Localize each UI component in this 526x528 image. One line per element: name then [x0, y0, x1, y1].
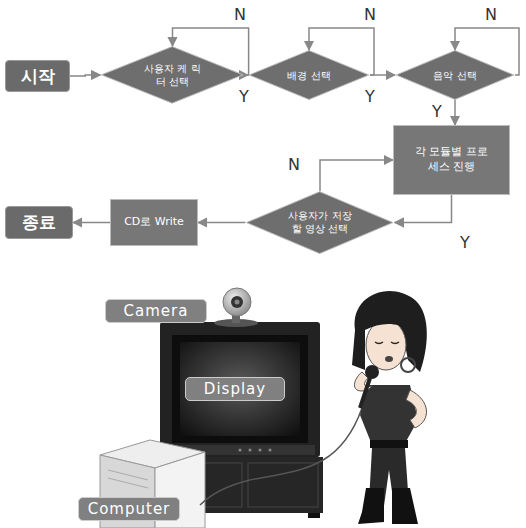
singer-part: [365, 365, 379, 379]
part-tag: Computer: [78, 497, 180, 521]
tv-set-part: [239, 449, 242, 452]
singer: [352, 291, 427, 524]
node-text: 사용자 케 릭터 선택: [141, 62, 203, 88]
mic-cable: [200, 408, 362, 505]
decision-diamond: 사용자 케 릭터 선택: [100, 46, 244, 104]
decision-diamond: 사용자가 저장 할 영상 선택: [245, 191, 394, 254]
singer-part: [406, 390, 426, 428]
diamond-outline: [245, 191, 394, 254]
diamond-shape: [247, 192, 393, 254]
singer-part: [352, 291, 427, 372]
computer-tower-part: [108, 478, 148, 488]
flow-arrow: [73, 222, 110, 224]
process-box: 각 모듈별 프로세스 진행: [393, 125, 510, 195]
tv-set-part: [259, 449, 262, 452]
node-text: CD로 Write: [124, 215, 184, 230]
diamond-shape: [249, 51, 369, 100]
branch-label: Y: [459, 234, 471, 252]
diamond-shape: [102, 47, 243, 104]
part-tag: Display: [185, 377, 285, 401]
flow-arrow: [370, 74, 395, 76]
diamond-shape: [396, 51, 514, 100]
flow-arrow: [70, 75, 100, 76]
branch-label: N: [287, 156, 301, 174]
decision-diamond: 배경 선택: [248, 50, 370, 100]
node-text: 각 모듈별 프로세스 진행: [412, 145, 492, 175]
node-text: Display: [204, 380, 266, 398]
branch-label: Y: [364, 88, 376, 106]
tv-set-part: [172, 335, 308, 443]
node-text: 음악 선택: [433, 69, 476, 82]
tv-set-part: [180, 342, 300, 436]
webcam: [214, 288, 258, 327]
singer-part: [360, 378, 370, 408]
node-text: Computer: [88, 500, 171, 518]
node-text: 시작: [21, 65, 55, 88]
singer-part: [385, 356, 393, 362]
diamond-outline: [100, 46, 244, 104]
flow-arrow: [245, 74, 248, 76]
singer-part: [401, 358, 415, 372]
webcam-part: [235, 300, 240, 305]
mic-cable-part: [200, 408, 362, 505]
end-terminal: 종료: [5, 206, 73, 239]
node-text: 배경 선택: [287, 69, 330, 82]
singer-part: [375, 342, 399, 344]
part-tag: Camera: [105, 299, 207, 323]
singer-part: [365, 317, 408, 331]
computer-tower-part: [108, 470, 148, 480]
branch-label: Y: [431, 103, 443, 121]
singer-part: [392, 488, 418, 524]
node-text: 종료: [22, 211, 56, 234]
branch-label: N: [233, 6, 247, 24]
singer-part: [366, 320, 406, 370]
tv-set-part: [308, 513, 320, 518]
tv-set-part: [269, 449, 272, 452]
flow-arrow: [395, 195, 452, 223]
webcam-part: [231, 296, 243, 308]
singer-part: [358, 488, 384, 524]
flow-arrow: [320, 160, 393, 191]
webcam-part: [223, 288, 251, 316]
branch-label: N: [484, 6, 498, 24]
branch-label: Y: [238, 88, 250, 106]
singer-part: [370, 440, 408, 448]
process-box: CD로 Write: [110, 199, 198, 246]
tv-set-part: [160, 322, 320, 457]
start-terminal: 시작: [5, 60, 70, 92]
decision-diamond: 음악 선택: [395, 50, 515, 100]
node-text: Camera: [124, 302, 189, 320]
tv-set-part: [248, 463, 318, 507]
node-text: 사용자가 저장 할 영상 선택: [285, 209, 355, 235]
tv-set-part: [249, 449, 252, 452]
branch-label: N: [363, 6, 377, 24]
flow-arrow: [454, 100, 456, 125]
flow-arrow: [198, 222, 245, 224]
